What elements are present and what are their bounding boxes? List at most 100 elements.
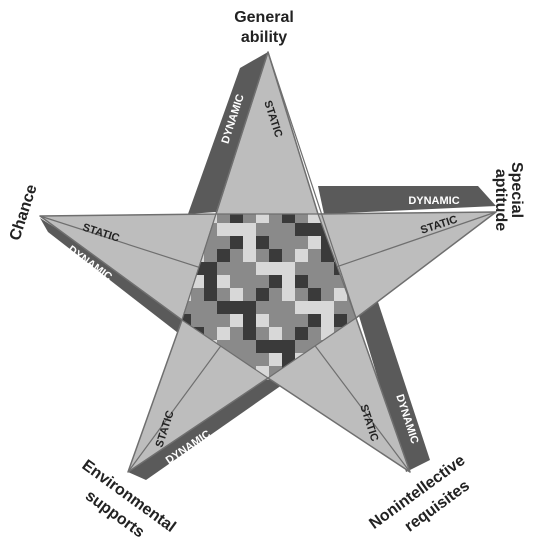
checker-cell — [282, 301, 295, 314]
label-special-aptitude-line2: aptitude — [492, 169, 509, 231]
checker-cell — [269, 214, 282, 223]
checker-cell — [256, 353, 269, 366]
checker-cell — [282, 236, 295, 249]
label-general-ability-line2: ability — [241, 29, 287, 46]
checker-cell — [308, 236, 321, 249]
checker-cell — [230, 340, 243, 353]
checker-cell — [243, 340, 256, 353]
checker-cell — [282, 327, 295, 340]
checker-cell — [269, 353, 282, 366]
checker-cell — [308, 262, 321, 275]
checker-cell — [243, 262, 256, 275]
checker-cell — [243, 249, 256, 262]
checker-cell — [282, 214, 295, 223]
checker-cell — [308, 288, 321, 301]
dynamic-band-left — [40, 218, 186, 336]
checker-cell — [217, 275, 230, 288]
checker-cell — [269, 236, 282, 249]
checker-cell — [243, 214, 256, 223]
checker-cell — [230, 275, 243, 288]
checker-cell — [230, 249, 243, 262]
checker-cell — [282, 249, 295, 262]
checker-cell — [204, 262, 217, 275]
checker-cell — [308, 327, 321, 340]
checker-cell — [269, 288, 282, 301]
checker-cell — [191, 288, 204, 301]
checker-cell — [243, 327, 256, 340]
checker-cell — [269, 327, 282, 340]
checker-cell — [282, 275, 295, 288]
checker-cell — [256, 314, 269, 327]
checker-cell — [295, 249, 308, 262]
checker-cell — [295, 301, 308, 314]
checker-cell — [230, 288, 243, 301]
checker-cell — [321, 262, 334, 275]
checker-cell — [282, 262, 295, 275]
checker-cell — [334, 288, 347, 301]
checker-cell — [321, 288, 334, 301]
dynamic-band-bottom-left — [128, 378, 292, 480]
checker-cell — [295, 275, 308, 288]
checker-cell — [269, 262, 282, 275]
checker-cell — [308, 301, 321, 314]
checker-cell — [230, 301, 243, 314]
checker-cell — [191, 301, 204, 314]
checker-cell — [256, 214, 269, 223]
checker-cell — [308, 314, 321, 327]
checker-cell — [182, 314, 191, 327]
checker-cell — [321, 301, 334, 314]
checker-cell — [256, 249, 269, 262]
checker-cell — [269, 314, 282, 327]
checker-cell — [295, 327, 308, 340]
checker-cell — [321, 249, 334, 262]
checker-cell — [230, 327, 243, 340]
checker-cell — [204, 275, 217, 288]
dynamic-label-right: DYNAMIC — [408, 195, 459, 207]
checker-cell — [256, 275, 269, 288]
checker-cell — [295, 314, 308, 327]
checker-cell — [230, 236, 243, 249]
checker-cell — [230, 314, 243, 327]
checker-cell — [295, 262, 308, 275]
checker-cell — [295, 236, 308, 249]
checker-cell — [282, 340, 295, 353]
checker-cell — [243, 301, 256, 314]
checker-cell — [243, 275, 256, 288]
checker-cell — [269, 249, 282, 262]
checker-cell — [308, 275, 321, 288]
checker-cell — [217, 236, 230, 249]
checker-cell — [243, 314, 256, 327]
checker-cell — [295, 288, 308, 301]
checker-cell — [295, 214, 308, 223]
checker-cell — [256, 262, 269, 275]
checker-cell — [217, 288, 230, 301]
checker-cell — [282, 223, 295, 236]
label-chance: Chance — [7, 182, 41, 242]
checker-cell — [217, 301, 230, 314]
checker-cell — [256, 327, 269, 340]
checker-cell — [230, 223, 243, 236]
checker-cell — [269, 275, 282, 288]
checker-cell — [282, 314, 295, 327]
checker-cell — [308, 223, 321, 236]
center-pentagon-outline — [181, 213, 357, 379]
checker-cell — [295, 223, 308, 236]
checker-cell — [217, 214, 230, 223]
checker-cell — [334, 314, 347, 327]
checker-cell — [308, 214, 321, 223]
checker-cell — [334, 301, 347, 314]
checker-cell — [269, 301, 282, 314]
dynamic-bands — [40, 52, 496, 480]
checker-cell — [217, 249, 230, 262]
checker-cell — [256, 301, 269, 314]
checker-cell — [230, 262, 243, 275]
checker-cell — [204, 249, 217, 262]
checker-cell — [256, 236, 269, 249]
checker-cell — [230, 214, 243, 223]
checker-cell — [243, 236, 256, 249]
checker-cell — [308, 249, 321, 262]
checker-cell — [243, 288, 256, 301]
checker-cell — [217, 223, 230, 236]
checker-cell — [256, 288, 269, 301]
